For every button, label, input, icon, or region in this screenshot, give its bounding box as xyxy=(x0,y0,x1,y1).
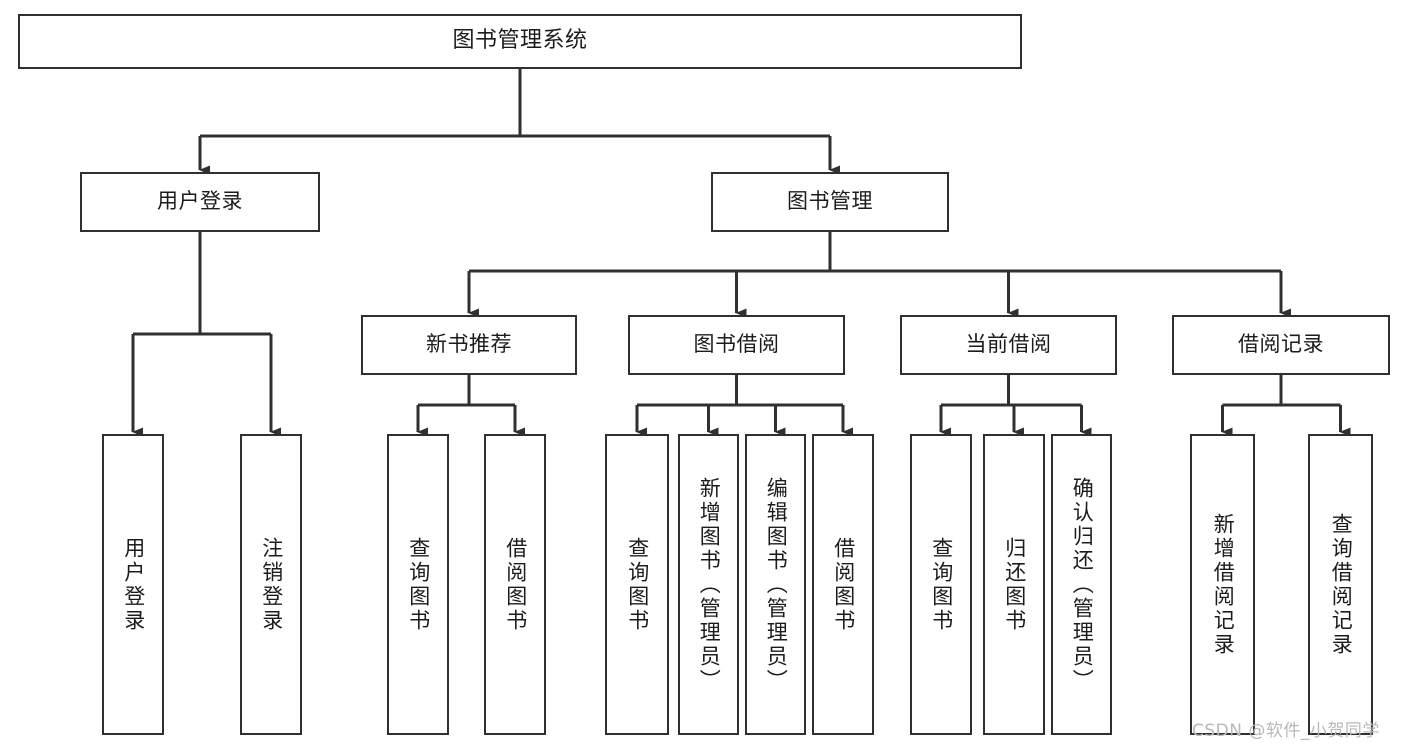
node-level1-0[interactable]: 用户登录 xyxy=(80,172,320,232)
node-leaf-10[interactable]: 确认归还（管理员） xyxy=(1051,434,1112,735)
node-label: 图书管理系统 xyxy=(452,28,588,54)
node-label: 用户登录 xyxy=(157,189,243,214)
node-leaf-2[interactable]: 查询图书 xyxy=(387,434,449,735)
node-label: 查询借阅记录 xyxy=(1329,512,1354,657)
node-level1-1[interactable]: 图书管理 xyxy=(711,172,949,232)
node-leaf-6[interactable]: 编辑图书（管理员） xyxy=(745,434,806,735)
node-label: 编辑图书（管理员） xyxy=(764,476,789,693)
node-label: 借阅记录 xyxy=(1238,332,1324,357)
node-leaf-3[interactable]: 借阅图书 xyxy=(484,434,546,735)
node-level2-2[interactable]: 当前借阅 xyxy=(900,315,1117,375)
node-leaf-1[interactable]: 注销登录 xyxy=(240,434,302,735)
node-leaf-5[interactable]: 新增图书（管理员） xyxy=(678,434,739,735)
node-root-book-management-system[interactable]: 图书管理系统 xyxy=(18,14,1022,69)
node-label: 归还图书 xyxy=(1002,536,1027,633)
node-label: 查询图书 xyxy=(929,536,954,633)
node-label: 注销登录 xyxy=(259,536,284,633)
node-label: 图书借阅 xyxy=(693,332,780,357)
node-level2-0[interactable]: 新书推荐 xyxy=(361,315,577,375)
node-leaf-9[interactable]: 归还图书 xyxy=(983,434,1045,735)
node-level2-1[interactable]: 图书借阅 xyxy=(628,315,845,375)
node-label: 查询图书 xyxy=(406,536,431,633)
node-leaf-11[interactable]: 新增借阅记录 xyxy=(1190,434,1255,735)
node-label: 新书推荐 xyxy=(426,332,512,357)
node-label: 用户登录 xyxy=(121,536,146,633)
node-leaf-8[interactable]: 查询图书 xyxy=(910,434,972,735)
node-label: 借阅图书 xyxy=(503,536,528,633)
node-label: 新增借阅记录 xyxy=(1211,512,1236,657)
node-label: 确认归还（管理员） xyxy=(1070,476,1095,693)
node-level2-3[interactable]: 借阅记录 xyxy=(1172,315,1390,375)
node-label: 图书管理 xyxy=(787,189,873,214)
node-leaf-4[interactable]: 查询图书 xyxy=(605,434,669,735)
node-label: 查询图书 xyxy=(625,536,650,633)
node-leaf-12[interactable]: 查询借阅记录 xyxy=(1308,434,1373,735)
node-leaf-7[interactable]: 借阅图书 xyxy=(812,434,874,735)
node-label: 借阅图书 xyxy=(831,536,856,633)
node-label: 新增图书（管理员） xyxy=(697,476,722,693)
node-leaf-0[interactable]: 用户登录 xyxy=(102,434,164,735)
node-label: 当前借阅 xyxy=(965,332,1052,357)
edges-group xyxy=(131,69,1351,437)
